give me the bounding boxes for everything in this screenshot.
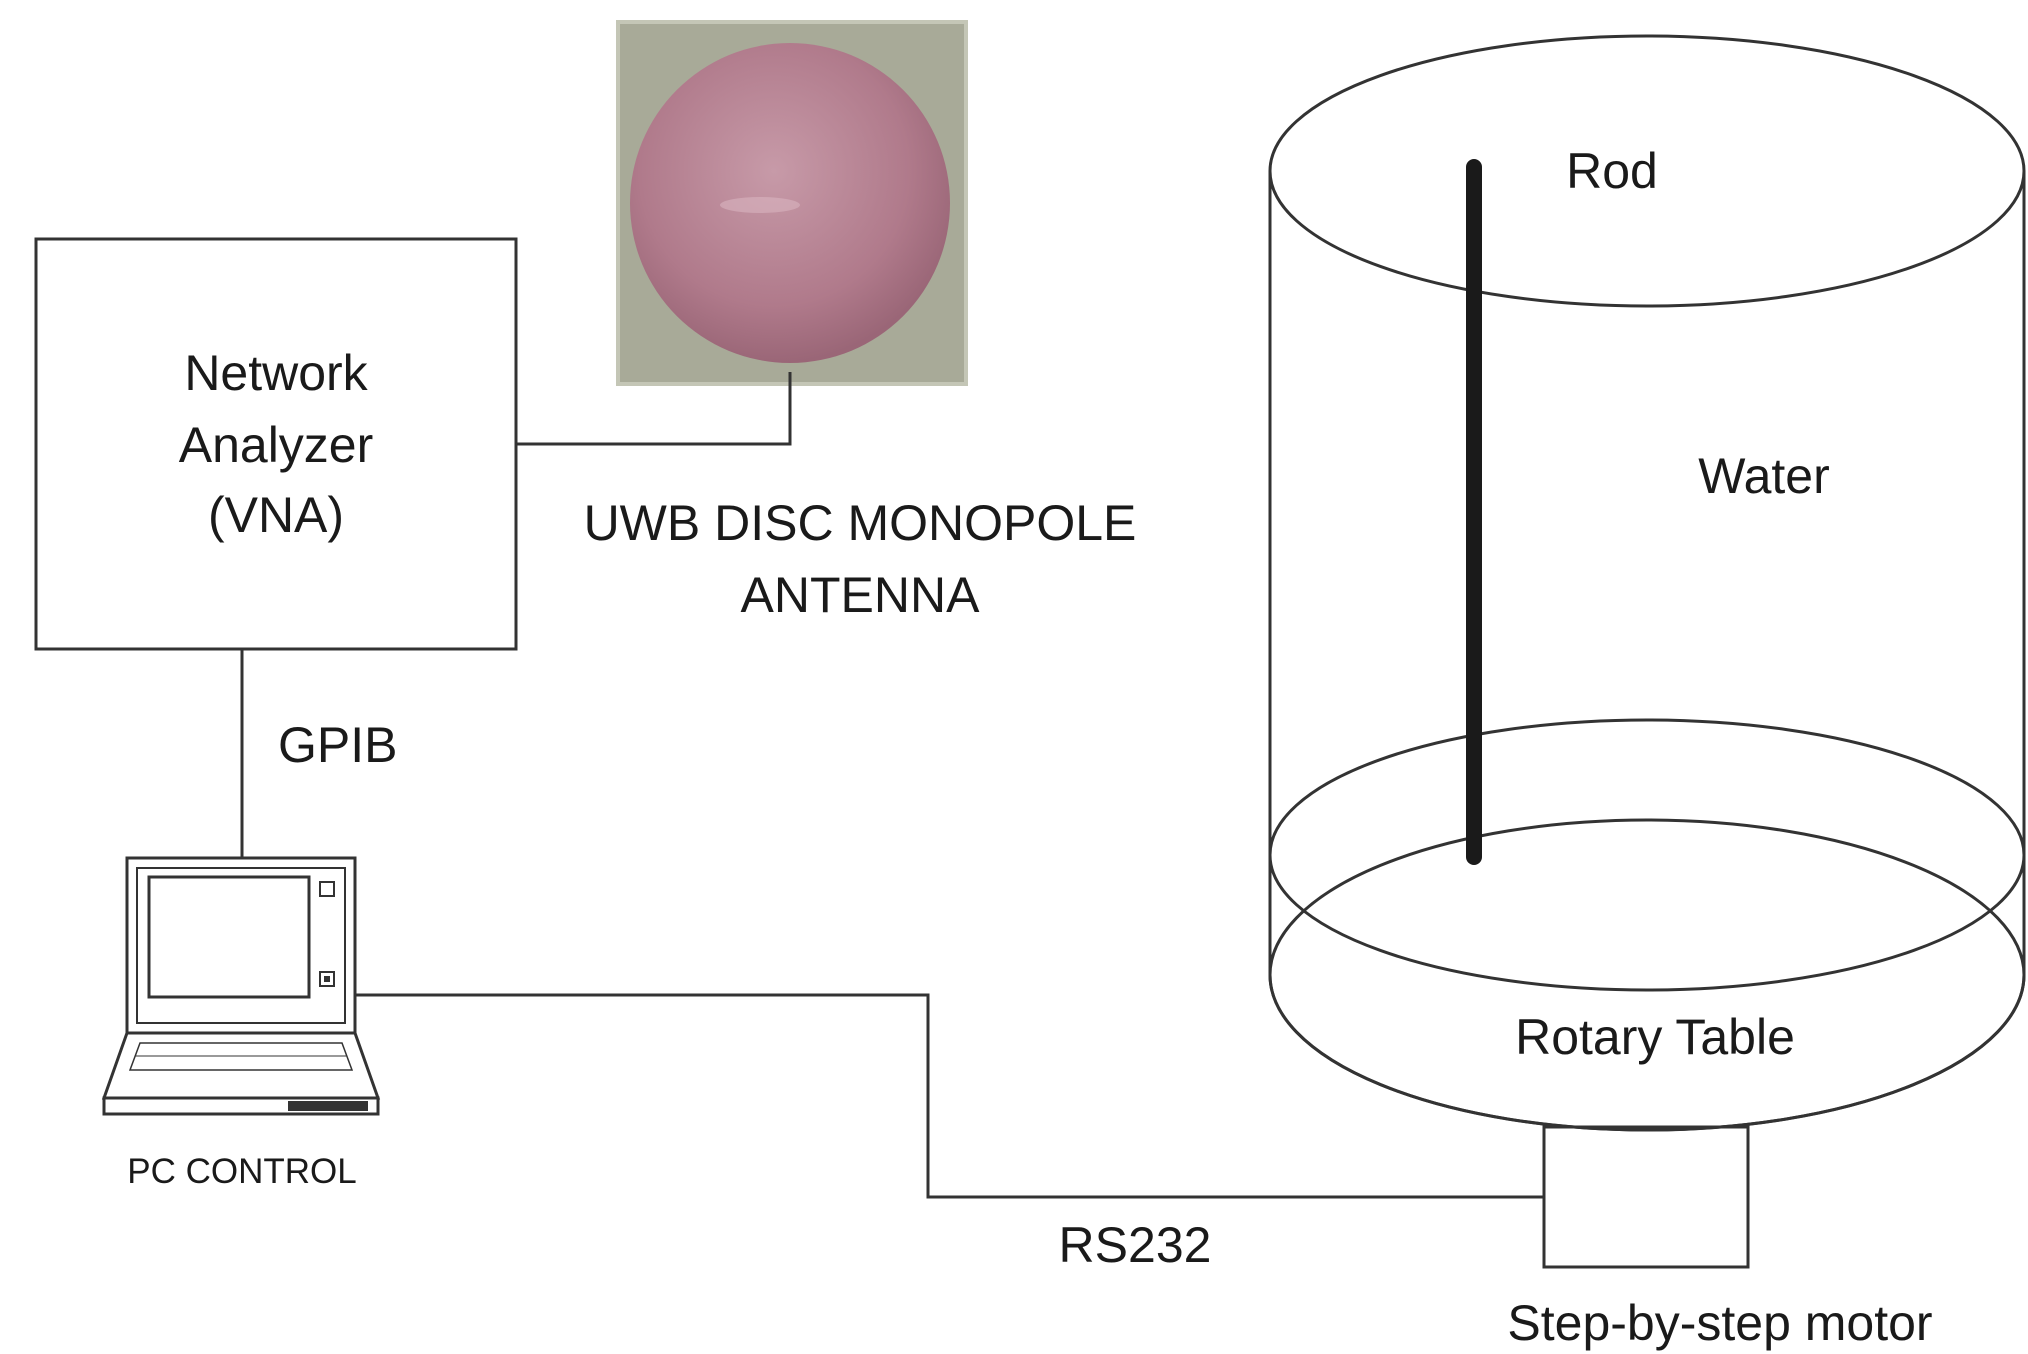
antenna-photo [616,20,968,386]
rotary-table-label: Rotary Table [1515,1009,1795,1065]
motor-box [1542,1125,1750,1269]
rotary-table [1268,818,2026,1132]
water-tank [1268,34,2026,1132]
rs232-label: RS232 [1059,1217,1212,1273]
water-label: Water [1698,448,1830,504]
antenna-label-line1: UWB DISC MONOPOLE [584,495,1137,551]
water-bottom [1268,718,2026,992]
rs232-cable [355,993,1544,1199]
vna-label-line2: Analyzer [179,417,374,473]
vna-label-line1: Network [184,345,368,401]
antenna-cable [516,372,792,446]
gpib-label: GPIB [278,717,397,773]
antenna-label-line2: ANTENNA [741,567,981,623]
vna-label-line3: (VNA) [208,487,344,543]
laptop-icon [101,856,381,1116]
pc-control-label: PC CONTROL [127,1152,356,1191]
rod-label: Rod [1566,143,1658,199]
motor-label: Step-by-step motor [1507,1295,1932,1351]
